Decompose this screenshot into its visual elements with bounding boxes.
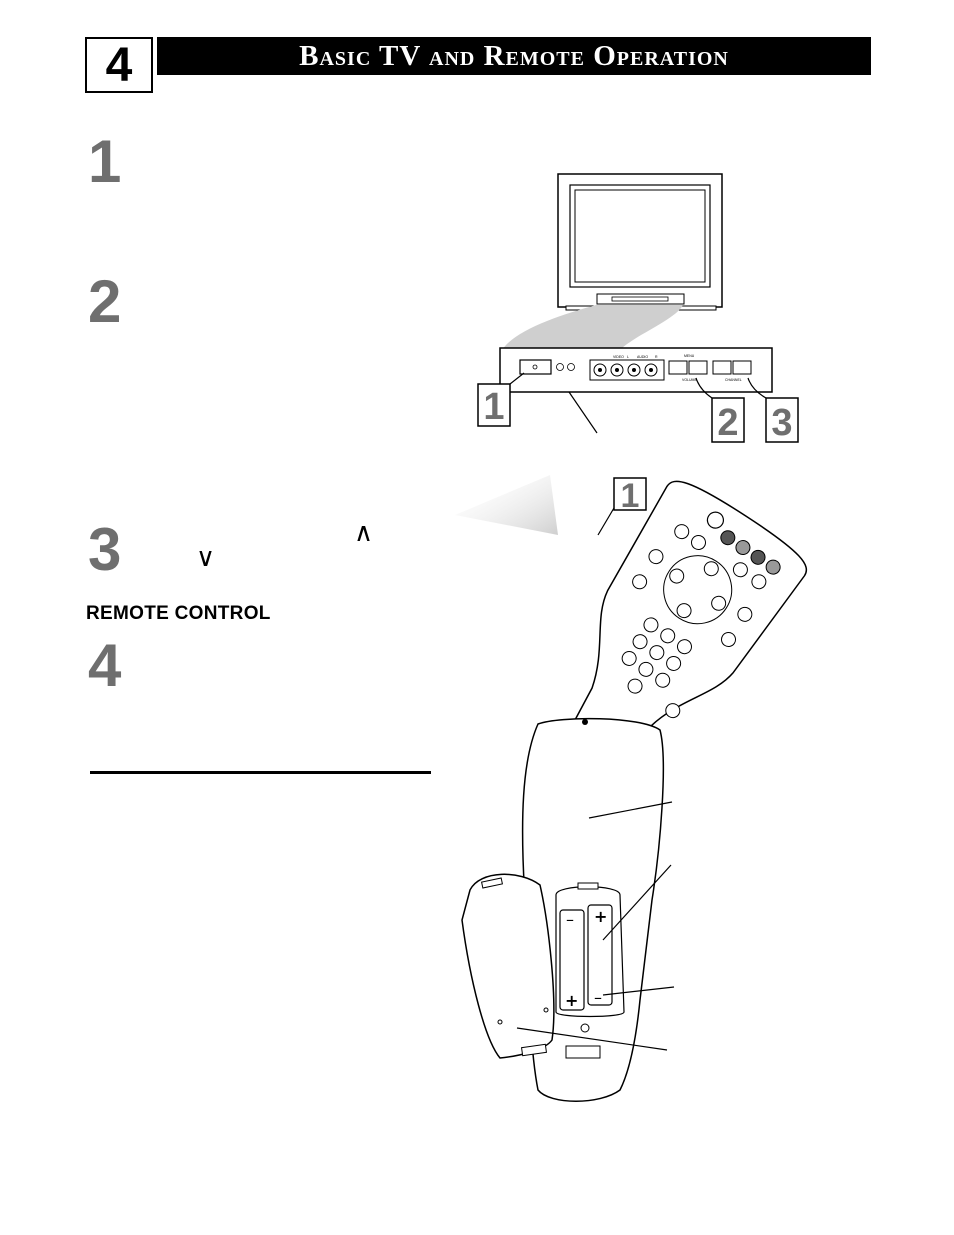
power-icon — [532, 364, 538, 370]
page-title-text: Basic TV and Remote Operation — [299, 39, 729, 72]
battery-left — [559, 909, 585, 1011]
tv-illustration — [502, 173, 723, 350]
page-number-box: 4 — [85, 37, 153, 93]
tv-front-panel: VIDEO L AUDIO R MENU VOLUME CHANNEL — [499, 347, 773, 434]
step-3-number: 3 — [88, 516, 122, 583]
video-label: VIDEO — [613, 355, 624, 359]
r-label: R — [655, 355, 658, 359]
panel-callout-2: 2 — [695, 377, 745, 444]
remote-callout-1-number: 1 — [621, 477, 640, 515]
panel-callout-2-number: 2 — [717, 402, 738, 444]
power-button-diagram — [519, 359, 552, 375]
svg-text:–: – — [594, 988, 602, 1007]
page-title: Basic TV and Remote Operation — [157, 37, 871, 75]
menu-label: MENU — [684, 354, 695, 358]
panel-callout-3: 3 — [747, 377, 799, 444]
panel-callout-1: 1 — [477, 372, 525, 428]
l-label: L — [627, 355, 629, 359]
channel-label: CHANNEL — [725, 378, 742, 382]
audio-label: AUDIO — [637, 355, 648, 359]
channel-down-symbol: ∨ — [196, 543, 216, 573]
battery-right — [587, 904, 613, 1006]
channel-up-symbol: ∧ — [354, 518, 374, 548]
remote-callout-1: 1 — [597, 477, 647, 536]
panel-callout-3-number: 3 — [771, 402, 792, 444]
remote-control-front — [558, 480, 808, 784]
section-divider — [90, 771, 431, 774]
remote-control-back: – + + – — [461, 717, 675, 1102]
step-4-number: 4 — [88, 632, 122, 699]
step-2-number: 2 — [88, 268, 122, 335]
remote-power-button — [706, 511, 725, 529]
svg-text:–: – — [566, 910, 574, 929]
page-number: 4 — [105, 38, 133, 92]
battery-door — [461, 873, 555, 1059]
svg-text:+: + — [565, 991, 578, 1010]
panel-callout-1-number: 1 — [483, 386, 504, 428]
svg-text:+: + — [594, 907, 607, 926]
volume-label: VOLUME — [682, 378, 697, 382]
remote-signal-beam — [455, 475, 558, 535]
remote-control-heading: REMOTE CONTROL — [86, 603, 271, 624]
step-1-number: 1 — [88, 128, 122, 195]
